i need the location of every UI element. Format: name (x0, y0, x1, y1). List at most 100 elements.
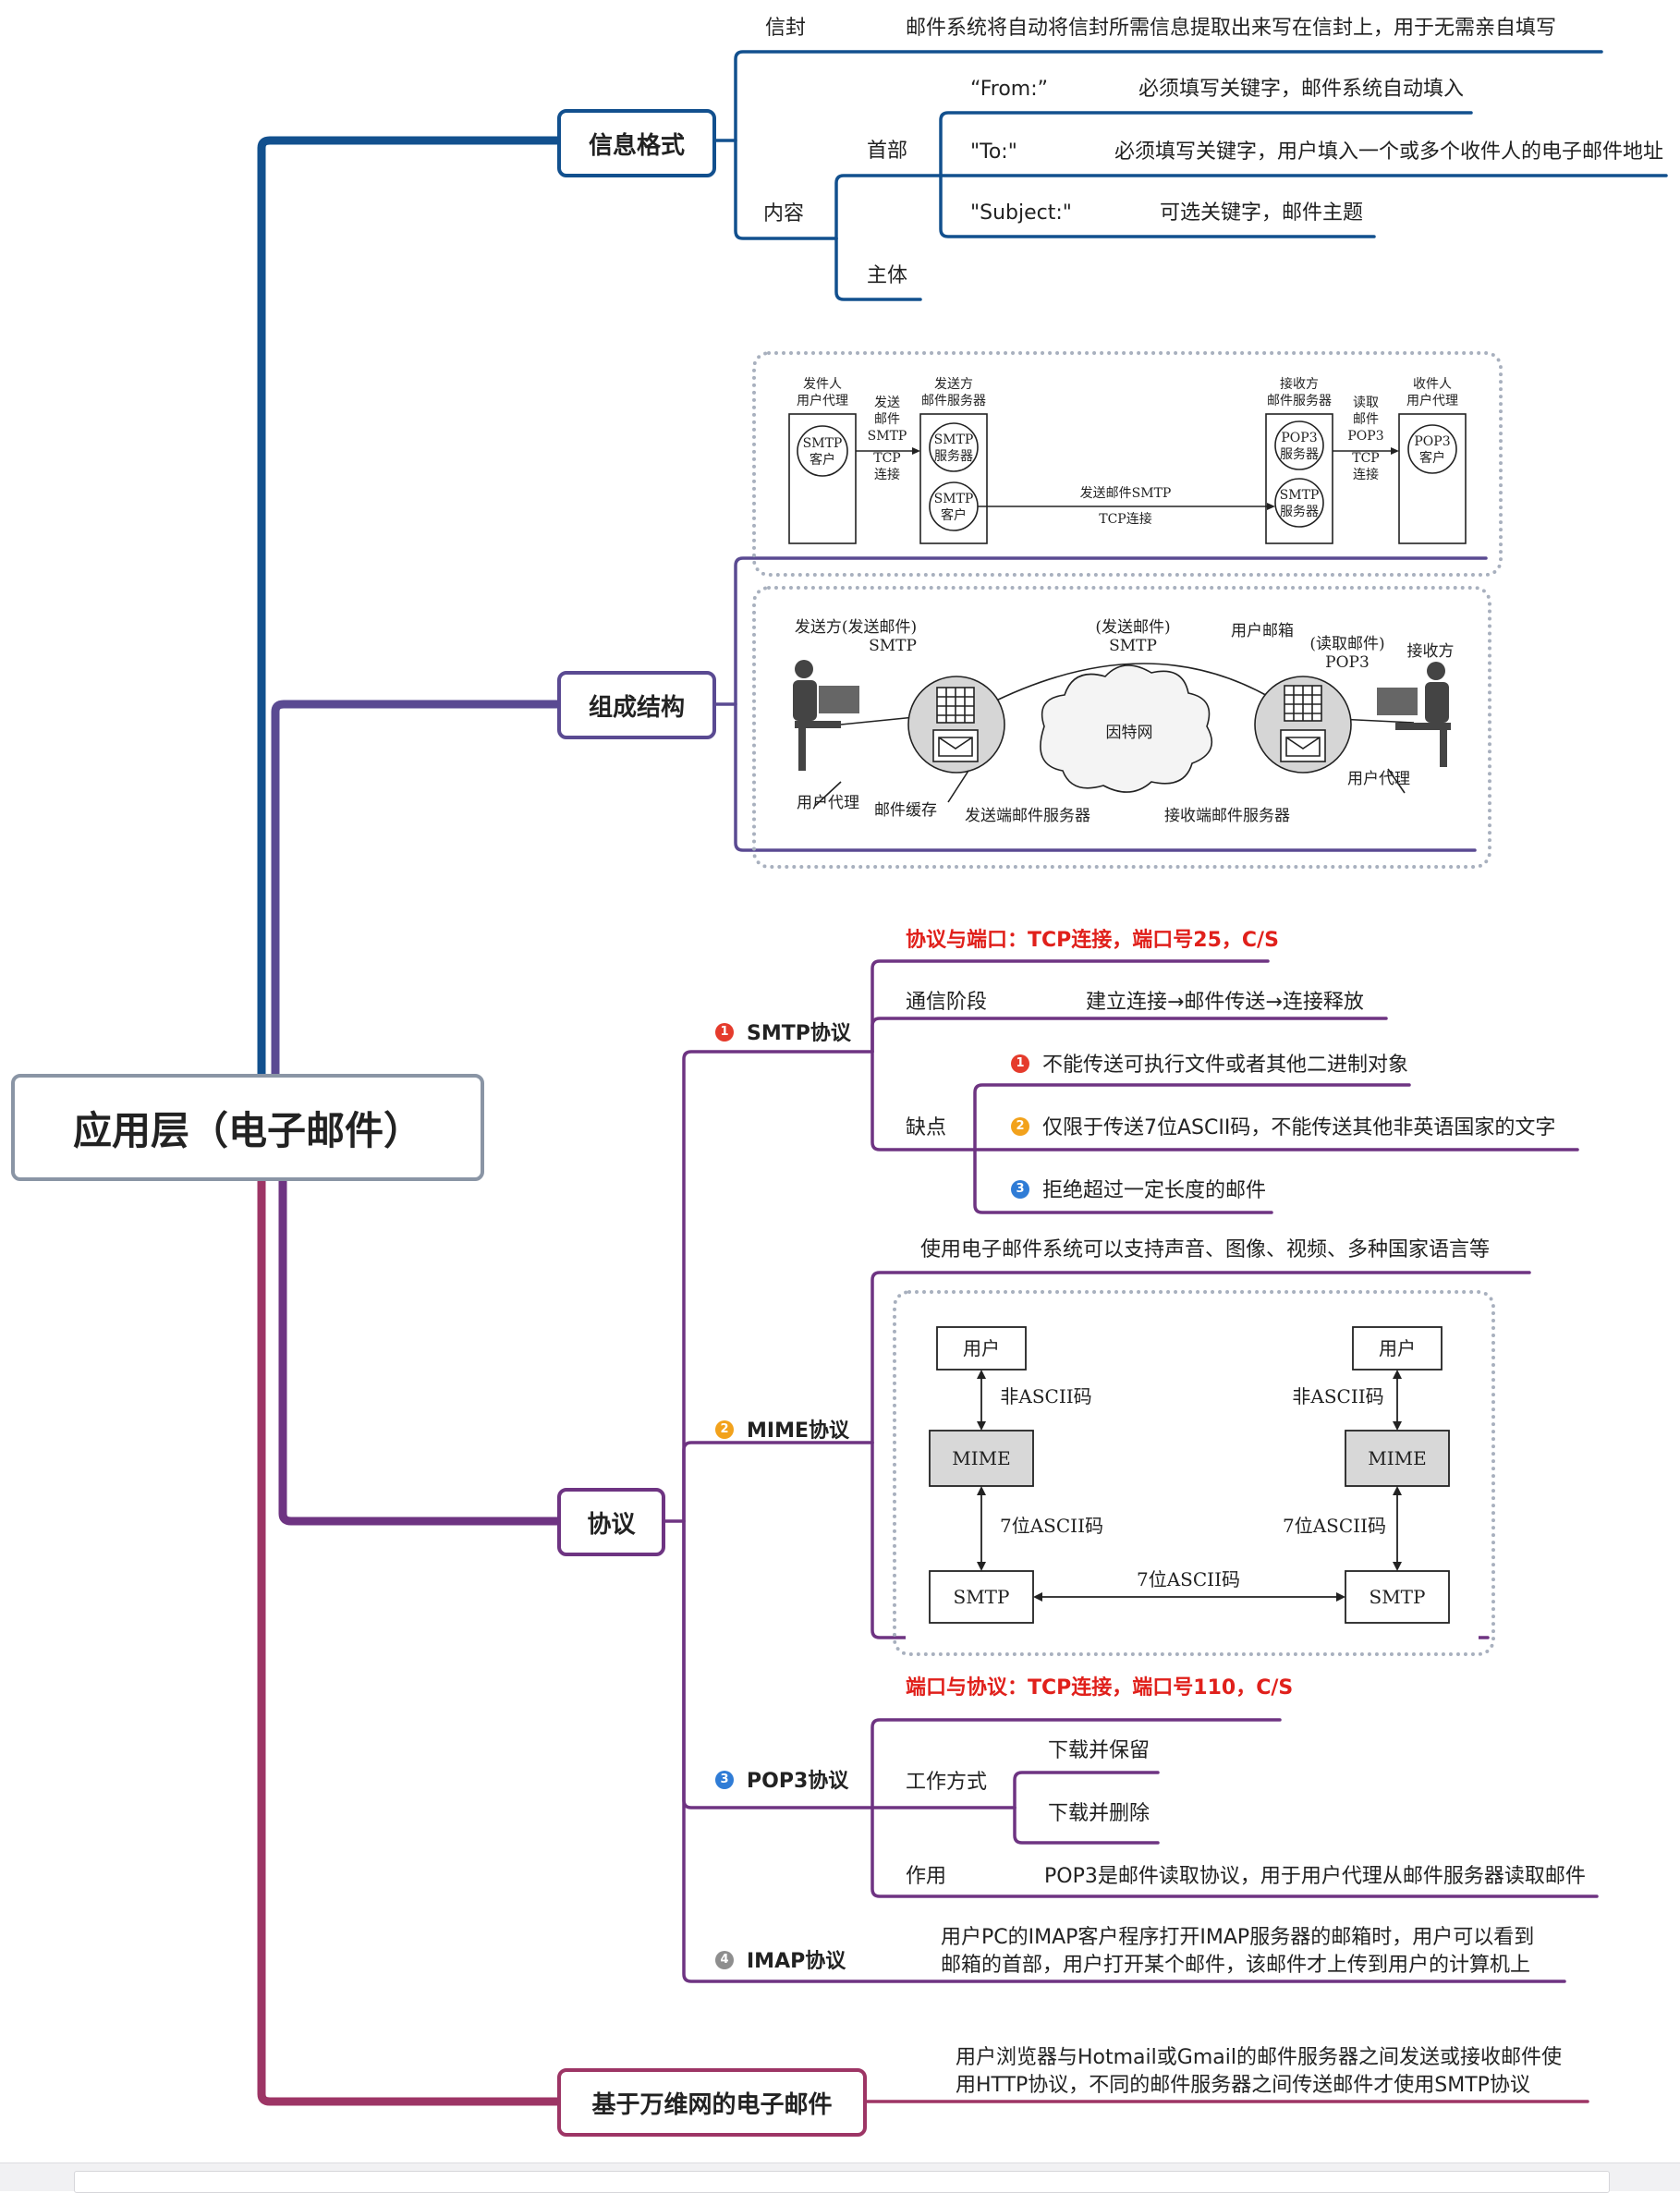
mime-diagram-frame (893, 1290, 1495, 1656)
bottom-bar (0, 2163, 1680, 2193)
d1-tcp2-2: 连接 (1353, 467, 1379, 482)
d2-receiver: 接收方 (1407, 642, 1455, 661)
root-node[interactable]: 应用层（电子邮件） (11, 1074, 484, 1181)
mime-diagram: 用户 用户 非ASCII码 非ASCII码 MIME MIME 7位ASCII码… (906, 1301, 1479, 1643)
d1-recv-client-2: 客户 (1419, 450, 1445, 466)
node-web-mail[interactable]: 基于万维网的电子邮件 (557, 2068, 867, 2137)
subject-key: "Subject:" (970, 201, 1072, 225)
d1-send-2: 邮件 (874, 412, 900, 427)
mime-nonascii-right: 非ASCII码 (1292, 1385, 1383, 1407)
mime-smtp-left: SMTP (954, 1586, 1010, 1608)
d1-read-2: 邮件 (1353, 412, 1379, 427)
imap-desc: 用户PC的IMAP客户程序打开IMAP服务器的邮箱时，用户可以看到邮箱的首部，用… (941, 1926, 1535, 1977)
pop3-use-desc: POP3是邮件读取协议，用于用户代理从邮件服务器读取邮件 (1044, 1865, 1586, 1888)
d1-recv-ua-2: 用户代理 (1406, 393, 1458, 408)
d1-recv-server-1: 接收方 (1280, 376, 1319, 392)
d1-tcp-2: 连接 (874, 467, 900, 482)
d1-recv-ua-1: 收件人 (1413, 377, 1452, 392)
d2-internet: 因特网 (1106, 724, 1153, 742)
envelope-label: 信封 (765, 17, 807, 40)
d1-recv-client-1: POP3 (1414, 434, 1450, 449)
mime-7bit-left: 7位ASCII码 (1000, 1515, 1103, 1537)
pop3-use-label: 作用 (906, 1865, 947, 1888)
mime-user-right: 用户 (1379, 1337, 1416, 1359)
d1-middle-top: 发送邮件SMTP (1080, 486, 1172, 501)
node-info-format[interactable]: 信息格式 (557, 109, 716, 177)
d2-read: (读取邮件) (1309, 635, 1384, 653)
badge-3-icon: 3 (1011, 1180, 1029, 1199)
badge-2-icon: 2 (715, 1420, 734, 1439)
mime-smtp-right: SMTP (1370, 1586, 1426, 1608)
smtp-phase-desc: 建立连接→邮件传送→连接释放 (1086, 991, 1364, 1014)
smtp-port: 协议与端口：TCP连接，端口号25，C/S (906, 929, 1279, 952)
d1-ss-top-2: 服务器 (934, 449, 973, 464)
structure-diagram-2: 发送方(发送邮件) SMTP (发送邮件) SMTP 用户邮箱 (读取邮件) P… (767, 597, 1477, 843)
d1-sender-client-2: 客户 (810, 452, 835, 468)
d1-middle-bottom: TCP连接 (1099, 511, 1151, 527)
d2-sender: 发送方(发送邮件) (795, 618, 917, 637)
d1-tcp2-1: TCP (1352, 451, 1379, 466)
d1-recv-server-2: 邮件服务器 (1267, 394, 1332, 408)
d1-ss-bot-2: 客户 (941, 507, 967, 523)
badge-1-icon: 1 (715, 1023, 734, 1042)
d2-recv-server: 接收端邮件服务器 (1164, 807, 1290, 825)
pop3-mode-label: 工作方式 (906, 1771, 988, 1794)
d1-read-1: 读取 (1353, 395, 1379, 410)
node-protocol[interactable]: 协议 (557, 1488, 665, 1556)
d1-ss-top-1: SMTP (934, 433, 974, 447)
d1-rs-top-1: POP3 (1281, 431, 1317, 445)
imap-label-text: IMAP协议 (747, 1950, 846, 1973)
badge-4-icon: 4 (715, 1951, 734, 1969)
web-mail-desc: 用户浏览器与Hotmail或Gmail的邮件服务器之间发送或接收邮件使用HTTP… (956, 2046, 1562, 2097)
mime-7bit-right: 7位ASCII码 (1283, 1515, 1386, 1537)
from-desc: 必须填写关键字，邮件系统自动填入 (1138, 78, 1465, 101)
badge-3-icon: 3 (715, 1771, 734, 1789)
mime-7bit-mid: 7位ASCII码 (1137, 1568, 1240, 1590)
d2-ua-left: 用户代理 (797, 794, 859, 812)
to-key: "To:" (970, 140, 1017, 164)
d2-send-server: 发送端邮件服务器 (965, 807, 1090, 825)
mime-desc: 使用电子邮件系统可以支持声音、图像、视频、多种国家语言等 (920, 1238, 1491, 1261)
node-structure[interactable]: 组成结构 (557, 671, 716, 739)
d2-ua-right: 用户代理 (1347, 770, 1410, 788)
d2-mid-smtp: SMTP (1109, 637, 1157, 655)
d2-mid-top: (发送邮件) (1095, 618, 1170, 637)
content-label: 内容 (763, 202, 805, 225)
mime-box-left: MIME (952, 1447, 1010, 1469)
bottom-input[interactable] (74, 2171, 1610, 2193)
pop3-port: 端口与协议：TCP连接，端口号110，C/S (906, 1676, 1294, 1700)
mime-user-left: 用户 (963, 1337, 1000, 1359)
imap-label[interactable]: 4 IMAP协议 (715, 1950, 846, 1974)
mime-nonascii-left: 非ASCII码 (1000, 1385, 1091, 1407)
structure-diagram-1-frame (752, 351, 1503, 577)
d1-sender-client-1: SMTP (803, 436, 843, 451)
d1-read-3: POP3 (1347, 429, 1383, 444)
structure-diagram-2-frame (752, 586, 1491, 869)
d1-ss-bot-1: SMTP (934, 492, 974, 506)
pop3-label[interactable]: 3 POP3协议 (715, 1770, 848, 1794)
d1-send-3: SMTP (868, 429, 907, 444)
envelope-desc: 邮件系统将自动将信封所需信息提取出来写在信封上，用于无需亲自填写 (906, 17, 1557, 40)
d1-sender-ua-1: 发件人 (803, 377, 842, 392)
subject-desc: 可选关键字，邮件主题 (1160, 201, 1364, 225)
to-desc: 必须填写关键字，用户填入一个或多个收件人的电子邮件地址 (1114, 140, 1664, 164)
badge-1-icon: 1 (1011, 1054, 1029, 1073)
d1-send-server-2: 邮件服务器 (921, 394, 986, 408)
structure-diagram-1: 发件人 用户代理 SMTP 客户 发送 邮件 SMTP TCP 连接 发送方 邮… (767, 362, 1488, 553)
pop3-mode-keep: 下载并保留 (1048, 1739, 1150, 1762)
d1-rs-bot-1: SMTP (1280, 488, 1320, 503)
d2-sender-smtp: SMTP (869, 637, 917, 655)
d2-cache: 邮件缓存 (874, 801, 937, 820)
body-label: 主体 (867, 264, 908, 287)
pop3-label-text: POP3协议 (747, 1770, 849, 1793)
d1-rs-bot-2: 服务器 (1280, 505, 1319, 519)
d2-mailbox: 用户邮箱 (1231, 622, 1294, 640)
d1-rs-top-2: 服务器 (1280, 447, 1319, 462)
header-label: 首部 (867, 140, 908, 163)
